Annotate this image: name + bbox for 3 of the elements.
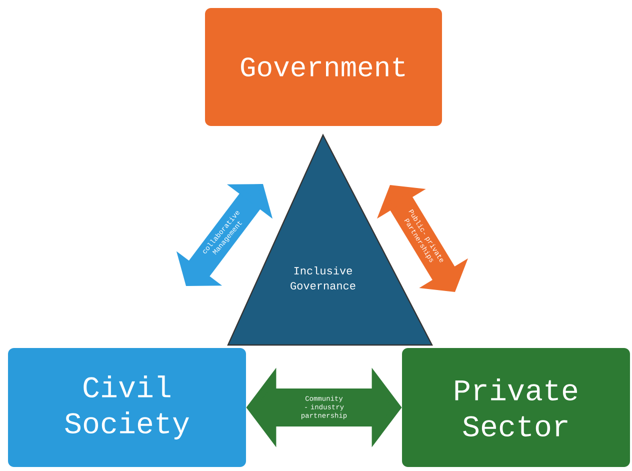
- label-box: Government: [205, 8, 442, 126]
- label-box: Civil Society: [8, 348, 246, 467]
- label-box: Private Sector: [402, 348, 630, 467]
